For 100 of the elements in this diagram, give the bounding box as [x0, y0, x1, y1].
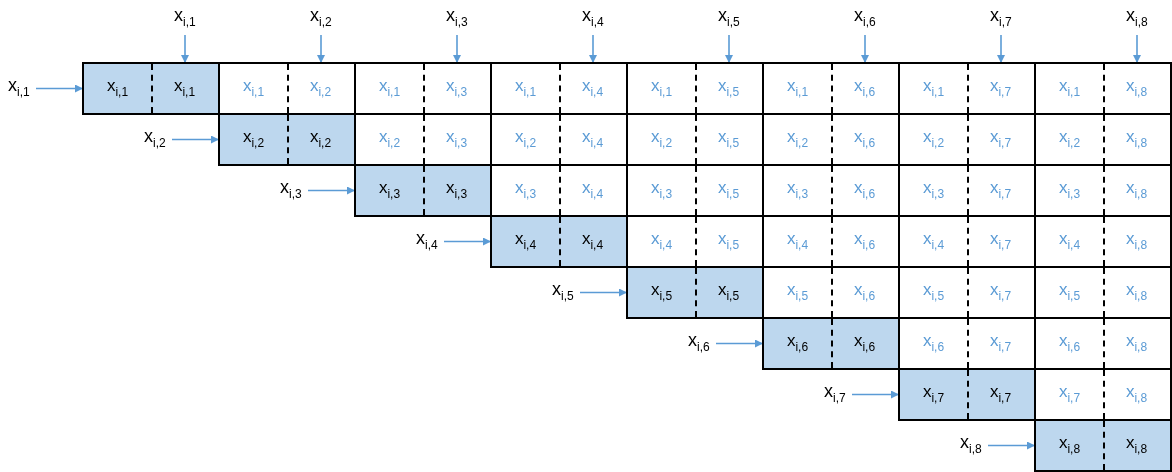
cell-value: x$_{i,3}$: [378, 177, 401, 203]
input-label: x$_{i,7}$: [990, 4, 1012, 33]
input-label: x$_{i,3}$: [280, 176, 302, 205]
arrow: [1133, 34, 1141, 63]
cell-value: x$_{i,2}$: [650, 126, 673, 152]
input-label: x$_{i,1}$: [8, 74, 30, 103]
cell-value: x$_{i,1}$: [378, 75, 401, 101]
cell-value: x$_{i,5}$: [717, 177, 740, 203]
input-label: x$_{i,6}$: [854, 4, 876, 33]
cell-value: x$_{i,4}$: [581, 126, 604, 152]
cell-value: x$_{i,2}$: [786, 126, 809, 152]
input-label: x$_{i,2}$: [144, 125, 166, 154]
arrow: [171, 135, 219, 144]
cell-value: x$_{i,4}$: [786, 228, 809, 254]
cell-value: x$_{i,2}$: [309, 75, 332, 101]
processing-cell: [490, 215, 628, 268]
cell-value: x$_{i,6}$: [853, 75, 876, 101]
cell-value: x$_{i,2}$: [309, 126, 332, 152]
cell-value: x$_{i,1}$: [242, 75, 265, 101]
cell-value: x$_{i,6}$: [922, 330, 945, 356]
cell-value: x$_{i,1}$: [1058, 75, 1081, 101]
cell-value: x$_{i,3}$: [922, 177, 945, 203]
processing-cell: [1034, 419, 1172, 472]
cell-value: x$_{i,7}$: [989, 126, 1012, 152]
processing-cell: [82, 62, 220, 115]
cell-value: x$_{i,6}$: [853, 126, 876, 152]
cell-value: x$_{i,6}$: [853, 228, 876, 254]
cell-value: x$_{i,3}$: [1058, 177, 1081, 203]
arrow: [589, 34, 597, 63]
cell-value: x$_{i,2}$: [242, 126, 265, 152]
cell-value: x$_{i,4}$: [650, 228, 673, 254]
cell-value: x$_{i,3}$: [786, 177, 809, 203]
processing-cell: [898, 62, 1036, 115]
cell-value: x$_{i,3}$: [445, 177, 468, 203]
input-label: x$_{i,4}$: [582, 4, 604, 33]
cell-value: x$_{i,6}$: [1058, 330, 1081, 356]
cell-value: x$_{i,3}$: [650, 177, 673, 203]
cell-value: x$_{i,5}$: [717, 279, 740, 305]
cell-value: x$_{i,8}$: [1125, 177, 1148, 203]
input-label: x$_{i,7}$: [824, 380, 846, 409]
cell-value: x$_{i,5}$: [717, 228, 740, 254]
cell-value: x$_{i,7}$: [989, 75, 1012, 101]
cell-value: x$_{i,1}$: [106, 75, 129, 101]
input-label: x$_{i,5}$: [552, 278, 574, 307]
processing-cell: [218, 62, 356, 115]
cell-value: x$_{i,8}$: [1125, 432, 1148, 458]
cell-value: x$_{i,6}$: [853, 279, 876, 305]
cell-value: x$_{i,4}$: [922, 228, 945, 254]
cell-value: x$_{i,1}$: [922, 75, 945, 101]
input-label: x$_{i,2}$: [310, 4, 332, 33]
arrow: [987, 441, 1035, 450]
processing-cell: [218, 113, 356, 166]
processing-cell: [898, 368, 1036, 421]
input-label: x$_{i,4}$: [416, 227, 438, 256]
cell-value: x$_{i,4}$: [514, 228, 537, 254]
cell-value: x$_{i,7}$: [989, 381, 1012, 407]
processing-cell: [490, 62, 628, 115]
cell-value: x$_{i,4}$: [1058, 228, 1081, 254]
input-label: x$_{i,6}$: [688, 329, 710, 358]
processing-cell: [762, 317, 900, 370]
cell-value: x$_{i,2}$: [378, 126, 401, 152]
processing-cell: [354, 62, 492, 115]
cell-value: x$_{i,4}$: [581, 228, 604, 254]
processing-cell: [354, 164, 492, 217]
cell-value: x$_{i,2}$: [514, 126, 537, 152]
cell-value: x$_{i,4}$: [581, 75, 604, 101]
input-label: x$_{i,1}$: [174, 4, 196, 33]
cell-value: x$_{i,5}$: [650, 279, 673, 305]
cell-value: x$_{i,6}$: [786, 330, 809, 356]
cell-value: x$_{i,7}$: [1058, 381, 1081, 407]
input-label: x$_{i,5}$: [718, 4, 740, 33]
processing-cell: [1034, 62, 1172, 115]
cell-value: x$_{i,7}$: [989, 330, 1012, 356]
cell-value: x$_{i,8}$: [1125, 330, 1148, 356]
cell-value: x$_{i,5}$: [1058, 279, 1081, 305]
arrow: [317, 34, 325, 63]
arrow: [997, 34, 1005, 63]
cell-value: x$_{i,7}$: [922, 381, 945, 407]
cell-value: x$_{i,8}$: [1125, 228, 1148, 254]
cell-value: x$_{i,5}$: [717, 75, 740, 101]
cell-value: x$_{i,7}$: [989, 279, 1012, 305]
arrow: [443, 237, 491, 246]
input-label: x$_{i,3}$: [446, 4, 468, 33]
cell-value: x$_{i,6}$: [853, 177, 876, 203]
cell-value: x$_{i,2}$: [1058, 126, 1081, 152]
processing-cell: [626, 62, 764, 115]
arrow: [181, 34, 189, 63]
cell-value: x$_{i,3}$: [445, 75, 468, 101]
arrow: [715, 339, 763, 348]
cell-value: x$_{i,1}$: [173, 75, 196, 101]
cell-value: x$_{i,3}$: [445, 126, 468, 152]
arrow: [579, 288, 627, 297]
cell-value: x$_{i,1}$: [514, 75, 537, 101]
cell-value: x$_{i,1}$: [650, 75, 673, 101]
cell-value: x$_{i,5}$: [786, 279, 809, 305]
processing-cell: [626, 266, 764, 319]
cell-value: x$_{i,7}$: [989, 228, 1012, 254]
arrow: [307, 186, 355, 195]
input-label: x$_{i,8}$: [960, 431, 982, 460]
arrow: [851, 390, 899, 399]
